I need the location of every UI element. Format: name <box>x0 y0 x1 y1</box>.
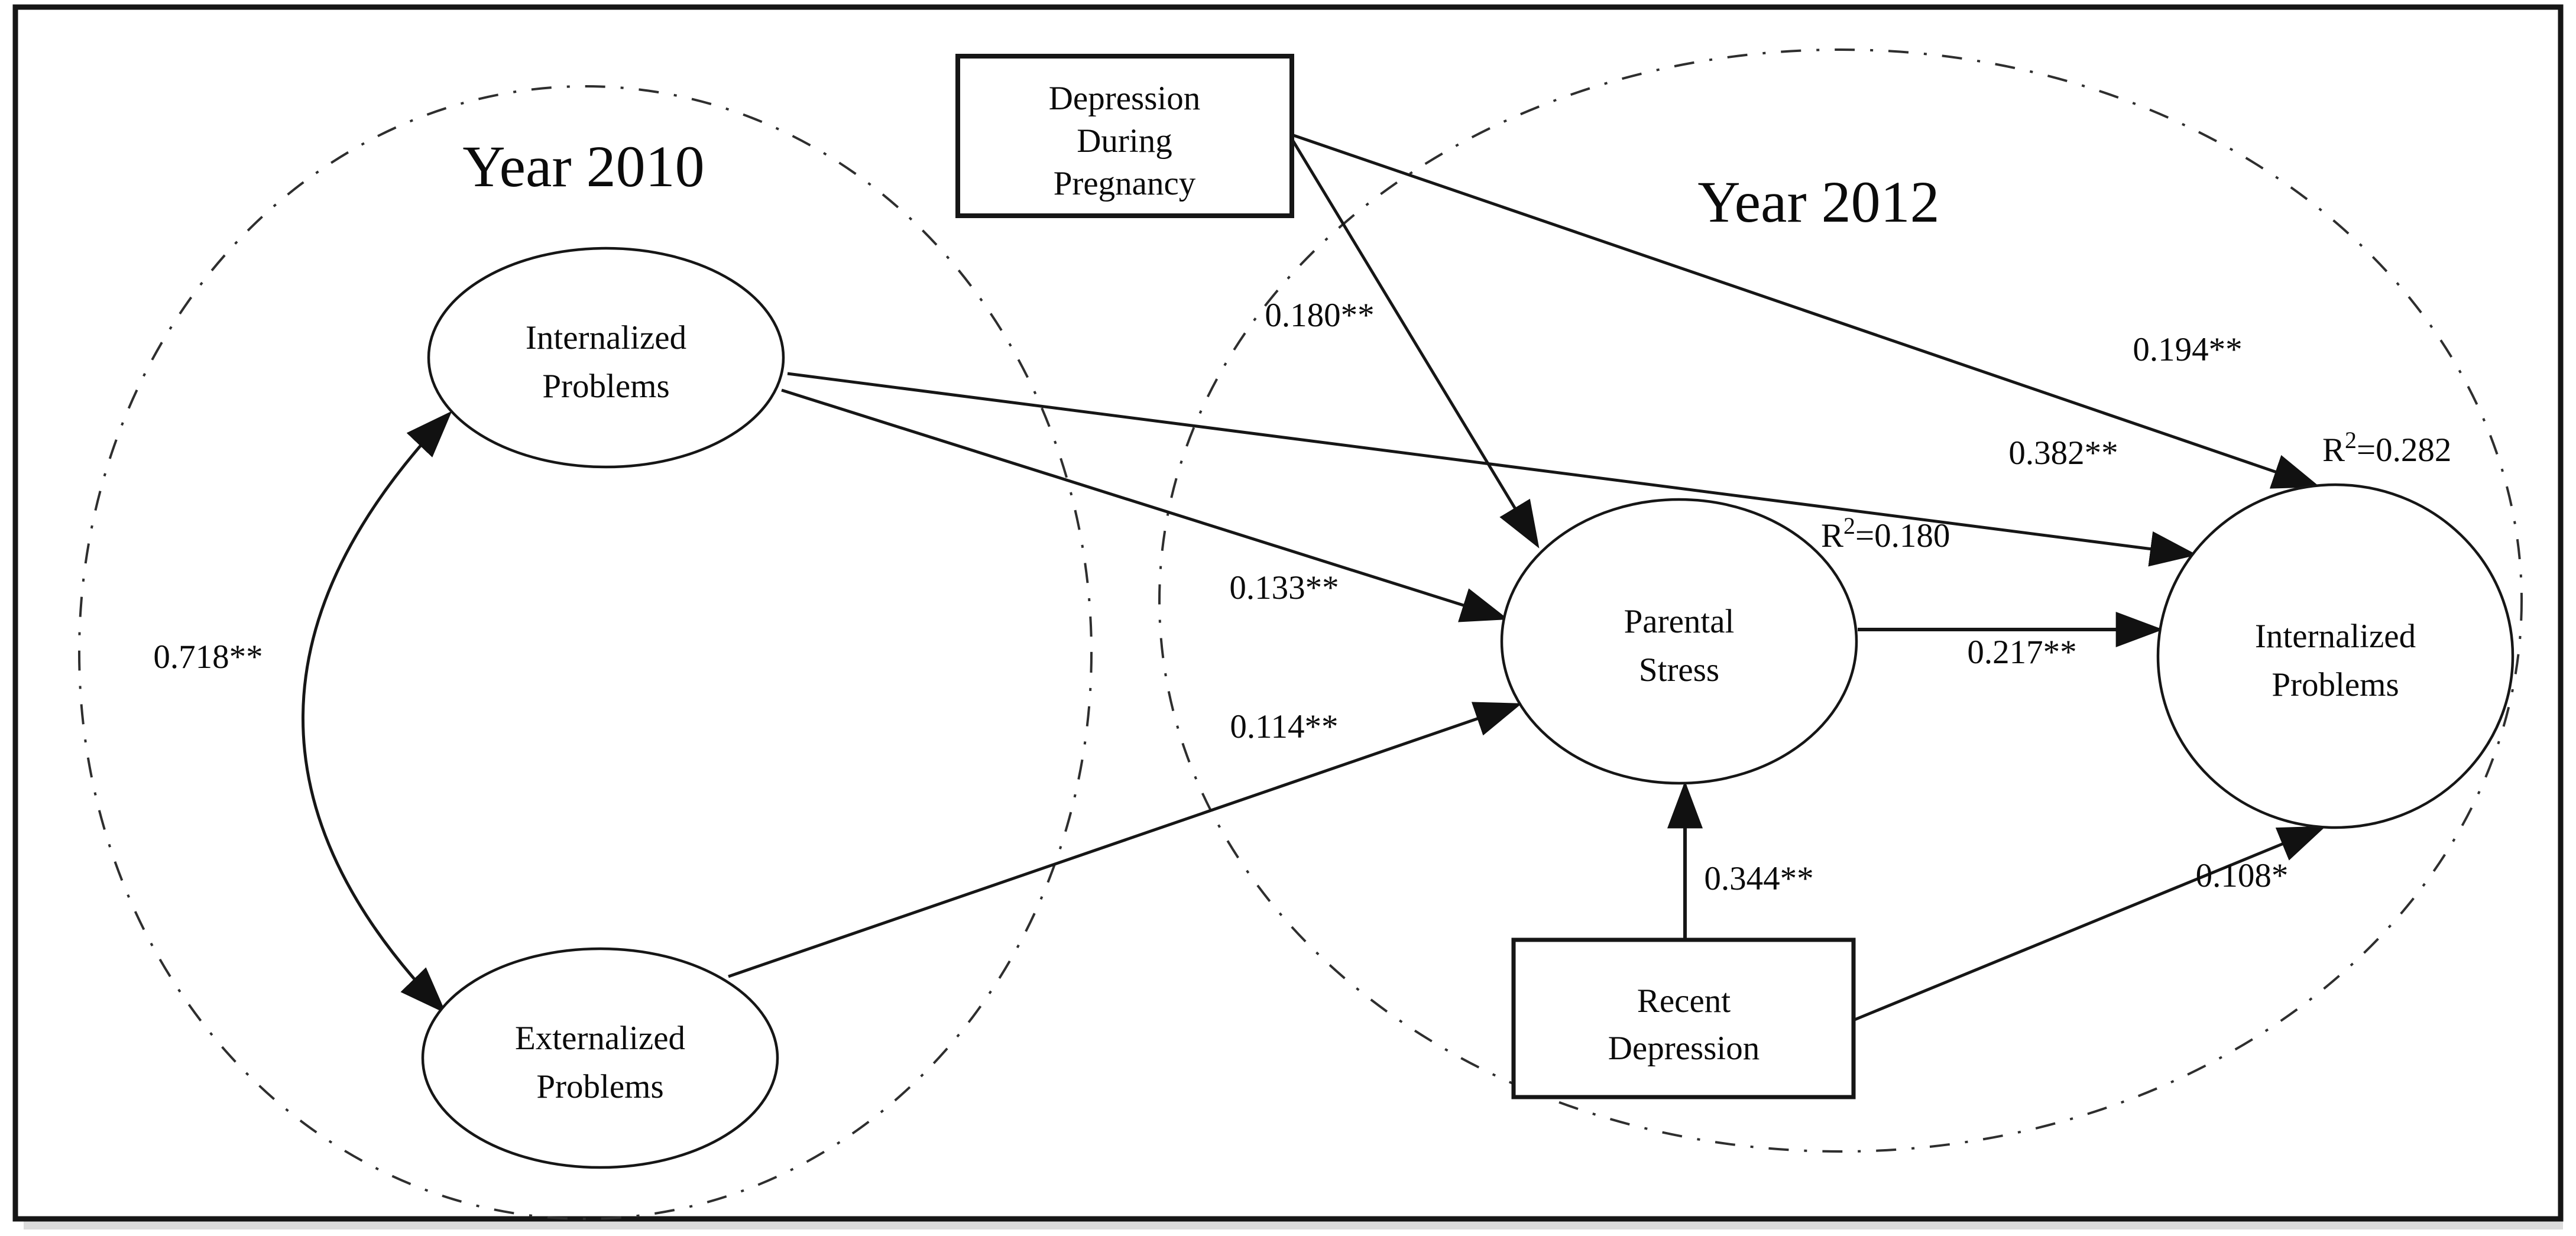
coef-dep-to-stress-0180: 0.180** <box>1265 297 1374 334</box>
r2-parental-stress-base: R <box>1821 517 1843 554</box>
coef-recent-to-int2012-0108: 0.108* <box>2196 857 2289 894</box>
arrow-internalized-2010-to-parental-stress <box>781 388 1509 622</box>
year-2010-title: Year 2010 <box>462 134 704 199</box>
year-2012-boundary-ellipse <box>1158 48 2523 1153</box>
coef-recent-to-stress-0344: 0.344** <box>1704 860 1813 897</box>
depression-during-pregnancy-box <box>955 54 1294 218</box>
recent-depression-label-line2: Depression <box>1608 1030 1760 1067</box>
coef-covariance-0718: 0.718** <box>153 638 263 676</box>
year-2010-boundary-ellipse <box>78 85 1093 1220</box>
coef-dep-to-int2012-0194: 0.194** <box>2133 331 2242 368</box>
coef-ext2010-to-stress-0114: 0.114** <box>1230 708 1338 745</box>
depression-pregnancy-label-line3: Pregnancy <box>1054 165 1196 202</box>
arrow-recent-depression-to-internalized-2012 <box>1854 826 2326 1021</box>
parental-stress-label-line2: Stress <box>1639 651 1719 689</box>
arrow-depression-pregnancy-to-parental-stress <box>1290 138 1540 549</box>
r2-internalized-2012-sup: 2 <box>2345 427 2357 453</box>
r2-internalized-2012-base: R <box>2322 432 2345 469</box>
r2-internalized-2012: R2=0.282 <box>2322 427 2451 469</box>
coef-int2010-to-int2012-0382: 0.382** <box>2008 434 2118 472</box>
r2-internalized-2012-rest: =0.282 <box>2357 432 2451 469</box>
internalized-2012-label-line1: Internalized <box>2255 618 2416 655</box>
internalized-problems-2010-ellipse <box>427 246 785 469</box>
internalized-2010-label-line1: Internalized <box>526 319 686 356</box>
externalized-problems-2010-ellipse <box>421 947 779 1169</box>
depression-pregnancy-label-line2: During <box>1077 122 1172 160</box>
parental-stress-ellipse <box>1500 498 1858 785</box>
year-2012-title: Year 2012 <box>1697 169 1939 235</box>
internalized-problems-2012-ellipse <box>2156 483 2515 829</box>
arrow-depression-pregnancy-to-internalized-2012 <box>1291 133 2321 489</box>
covariance-arrow-internalized-externalized <box>302 411 452 1014</box>
coef-int2010-to-stress-0133: 0.133** <box>1229 569 1339 606</box>
arrow-externalized-2010-to-parental-stress <box>728 702 1522 978</box>
externalized-2010-label-line1: Externalized <box>515 1020 685 1057</box>
frame-shadow <box>24 1220 2563 1229</box>
figure-border <box>12 4 2564 1222</box>
r2-parental-stress-sup: 2 <box>1843 512 1855 539</box>
coef-stress-to-int2012-0217: 0.217** <box>1967 634 2076 671</box>
parental-stress-label-line1: Parental <box>1624 603 1735 640</box>
internalized-2012-label-line2: Problems <box>2272 666 2399 703</box>
arrow-internalized-2010-to-internalized-2012 <box>787 372 2198 567</box>
depression-pregnancy-label-line1: Depression <box>1049 80 1200 117</box>
externalized-2010-label-line2: Problems <box>536 1068 663 1105</box>
recent-depression-label-line1: Recent <box>1637 982 1731 1020</box>
recent-depression-box <box>1511 937 1856 1099</box>
r2-parental-stress-rest: =0.180 <box>1855 517 1950 554</box>
r2-parental-stress: R2=0.180 <box>1821 512 1950 554</box>
internalized-2010-label-line2: Problems <box>542 368 669 405</box>
